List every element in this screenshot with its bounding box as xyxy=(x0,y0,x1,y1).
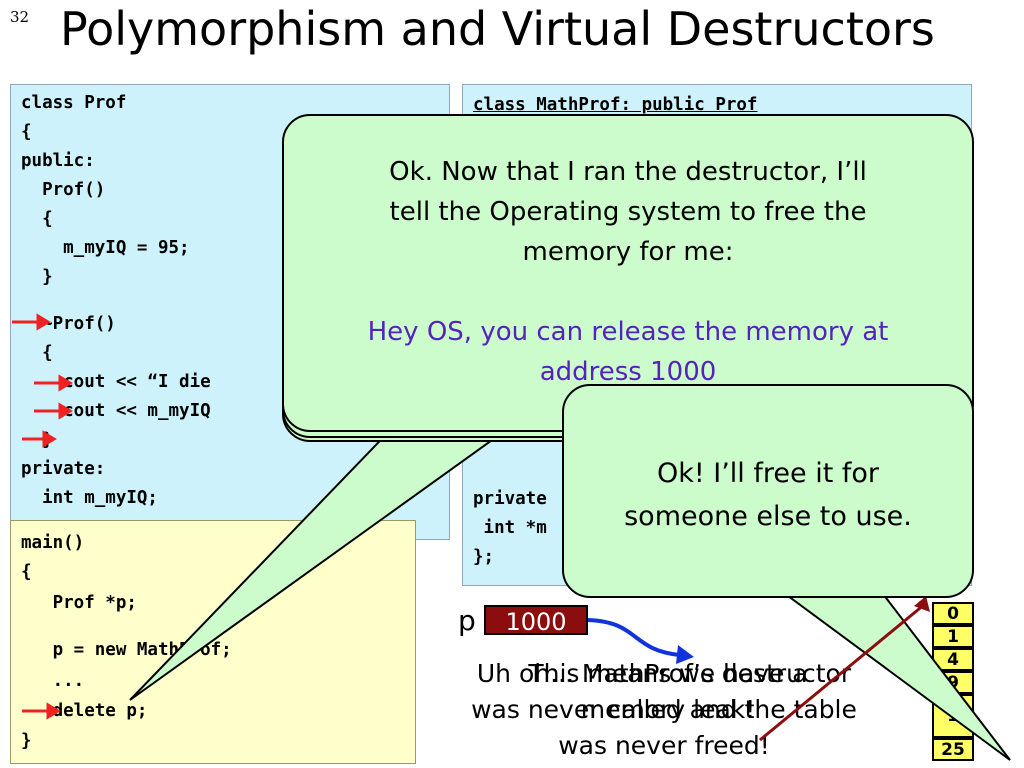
memory-cell: 1 xyxy=(932,625,974,648)
code-line: { xyxy=(21,122,32,142)
caption-line: This means we have a xyxy=(528,659,808,688)
bubble-text: tell the Operating system to free the xyxy=(389,197,867,227)
code-line: delete p; xyxy=(21,701,148,721)
bubble-text: Ok! I’ll free it for xyxy=(656,458,880,489)
bubble-text: Hey OS, you can release the memory at xyxy=(367,317,889,347)
code-line: main() xyxy=(21,533,85,553)
code-line: { xyxy=(21,209,53,229)
caption-line: memory leak! xyxy=(580,695,756,724)
code-line: p = new MathProf; xyxy=(21,640,232,660)
pointer-arrow xyxy=(587,618,681,657)
code-line: ~Prof() xyxy=(21,314,116,334)
caption-line: was never freed! xyxy=(558,731,770,760)
memory-cell: 0 xyxy=(932,602,974,625)
bubble-text: someone else to use. xyxy=(624,501,912,532)
os-reply-bubble: Ok! I’ll free it for someone else to use… xyxy=(562,384,974,598)
bubble-text: memory for me: xyxy=(522,237,734,267)
os-release-bubble: Ok. Now that I ran the destructor, I’ll … xyxy=(282,114,974,432)
code-line: } xyxy=(21,430,53,450)
code-line: public: xyxy=(21,151,95,171)
memory-cell: 1 xyxy=(932,694,974,738)
code-line: int *m xyxy=(473,518,547,538)
pointer-value: 1000 xyxy=(484,605,588,636)
code-line: m_myIQ = 95; xyxy=(21,238,190,258)
code-line: cout << m_myIQ xyxy=(21,401,211,421)
code-line: { xyxy=(21,343,53,363)
bubble-text: Ok. Now that I ran the destructor, I’ll xyxy=(389,157,867,187)
code-line: { xyxy=(21,562,32,582)
code-line: } xyxy=(21,731,32,751)
code-line: cout << “I die xyxy=(21,372,211,392)
code-line: Prof *p; xyxy=(21,593,137,613)
slide-title: Polymorphism and Virtual Destructors xyxy=(60,2,935,56)
code-line: }; xyxy=(473,547,495,567)
code-line: class Prof xyxy=(21,93,127,113)
main-function-code: main() { Prof *p; p = new MathProf; ... … xyxy=(10,520,416,764)
code-line: ... xyxy=(21,671,85,691)
bubble-text: address 1000 xyxy=(539,357,717,387)
code-line: Prof() xyxy=(21,180,106,200)
caption-memory-leak: This means we have a memory leak! xyxy=(478,656,858,728)
code-line: int m_myIQ; xyxy=(21,488,158,508)
code-line: private xyxy=(473,489,547,509)
memory-cell: 4 xyxy=(932,648,974,671)
slide-number: 32 xyxy=(10,8,30,26)
memory-cell: 9 xyxy=(932,671,974,694)
code-line: private: xyxy=(21,459,106,479)
pointer-label: p xyxy=(458,604,476,637)
code-line: class MathProf: public Prof xyxy=(473,95,758,115)
arrow-head xyxy=(914,596,930,612)
code-line: } xyxy=(21,267,53,287)
memory-cell: 25 xyxy=(932,738,974,761)
